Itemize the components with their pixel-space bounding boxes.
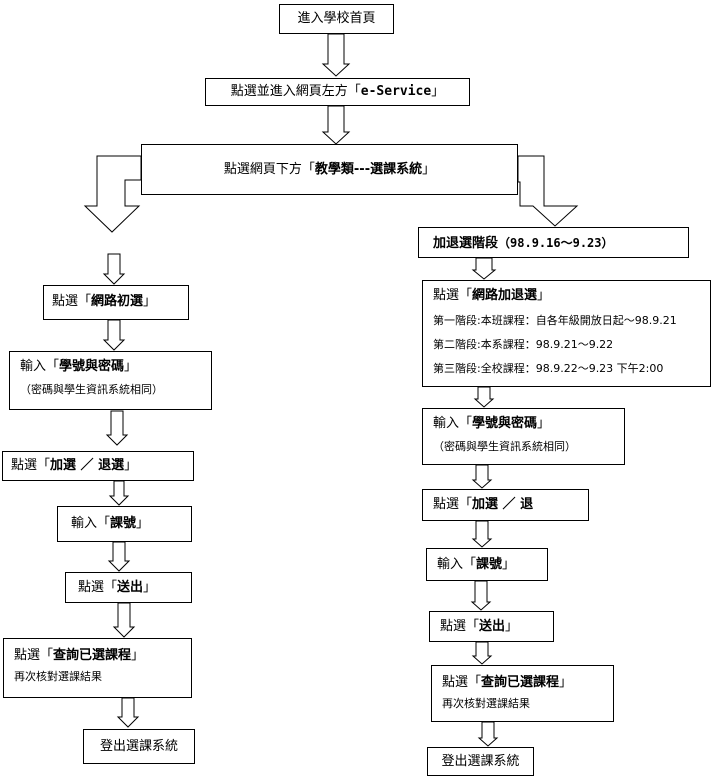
eservice-box: 點選並進入網頁左方「e-Service」 — [205, 78, 470, 106]
arrow-right-5 — [470, 580, 492, 611]
arrow-home-to-eservice — [321, 33, 351, 77]
left-logout-box: 登出選課系統 — [83, 729, 195, 764]
arrow-left-2 — [102, 319, 126, 351]
left-initial-name: 網路初選 — [91, 294, 144, 309]
left-login-prefix: 輸入「 — [20, 359, 60, 374]
arrow-system-to-right — [517, 155, 579, 227]
right-submit-box: 點選「送出」 — [429, 611, 554, 642]
right-logout-box: 登出選課系統 — [427, 747, 534, 776]
arrow-left-1 — [102, 253, 126, 285]
right-login-box: 輸入「學號與密碼」 （密碼與學生資訊系統相同） — [422, 408, 625, 465]
right-web-suffix: 」 — [537, 288, 551, 303]
left-query-suffix: 」 — [131, 648, 145, 663]
right-stage-3: 第三階段:全校課程：98.9.22～9.23 下午2:00 — [433, 362, 664, 375]
right-query-suffix: 」 — [559, 675, 573, 690]
right-course-suffix: 」 — [502, 557, 516, 572]
course-system-box: 點選網頁下方「教學類---選課系統」 — [141, 144, 518, 195]
left-adddrop-prefix: 點選「 — [11, 458, 51, 473]
arrow-left-7 — [116, 697, 140, 728]
arrow-right-4 — [471, 520, 493, 548]
left-course-name: 課號 — [110, 516, 137, 531]
arrow-left-4 — [108, 480, 130, 506]
eservice-name: e-Service — [360, 84, 432, 99]
arrow-left-6 — [112, 602, 136, 638]
left-initial-box: 點選「網路初選」 — [43, 285, 189, 320]
left-submit-prefix: 點選「 — [78, 580, 118, 595]
right-course-box: 輸入「課號」 — [426, 548, 548, 581]
left-query-name: 查詢已選課程 — [53, 648, 132, 663]
right-stage-1: 第一階段:本班課程：自各年級開放日起～98.9.21 — [433, 314, 677, 327]
left-submit-suffix: 」 — [143, 580, 157, 595]
right-submit-suffix: 」 — [505, 619, 519, 634]
right-stage-2: 第二階段:本系課程：98.9.21～9.22 — [433, 338, 614, 351]
left-login-box: 輸入「學號與密碼」 （密碼與學生資訊系統相同） — [9, 351, 212, 410]
right-login-name: 學號與密碼 — [472, 416, 538, 431]
eservice-suffix: 」 — [431, 84, 445, 99]
enter-homepage-label: 進入學校首頁 — [297, 11, 376, 26]
right-course-name: 課號 — [476, 557, 503, 572]
right-web-prefix: 點選「 — [433, 288, 473, 303]
right-query-box: 點選「查詢已選課程」 再次核對選課結果 — [431, 665, 614, 722]
arrow-right-2 — [473, 386, 495, 408]
right-logout-label: 登出選課系統 — [441, 753, 520, 769]
left-course-suffix: 」 — [136, 516, 150, 531]
left-logout-label: 登出選課系統 — [99, 738, 178, 754]
arrow-right-7 — [477, 721, 499, 747]
right-course-prefix: 輸入「 — [437, 557, 477, 572]
course-system-prefix: 點選網頁下方「 — [223, 161, 315, 177]
left-course-prefix: 輸入「 — [71, 516, 111, 531]
left-initial-prefix: 點選「 — [52, 294, 92, 309]
left-adddrop-name: 加選 ／ 退選 — [50, 458, 125, 473]
left-submit-name: 送出 — [117, 580, 144, 595]
left-login-note: （密碼與學生資訊系統相同） — [20, 383, 163, 396]
left-query-prefix: 點選「 — [14, 648, 54, 663]
left-login-suffix: 」 — [124, 359, 138, 374]
left-query-note: 再次核對選課結果 — [14, 670, 102, 683]
course-system-suffix: 」 — [422, 161, 436, 177]
right-phase-title: 加退選階段 — [433, 236, 499, 251]
enter-homepage-box: 進入學校首頁 — [279, 4, 394, 34]
left-adddrop-suffix: 」 — [124, 458, 138, 473]
right-query-prefix: 點選「 — [442, 675, 482, 690]
arrow-system-to-left — [83, 155, 142, 233]
eservice-prefix: 點選並進入網頁左方「 — [230, 84, 361, 99]
right-submit-prefix: 點選「 — [440, 619, 480, 634]
left-submit-box: 點選「送出」 — [65, 572, 192, 603]
right-query-note: 再次核對選課結果 — [442, 697, 530, 710]
right-adddrop-box: 點選「加選 ／ 退 — [422, 489, 589, 521]
arrow-eservice-to-system — [321, 105, 351, 145]
left-initial-suffix: 」 — [143, 294, 157, 309]
right-web-name: 網路加退選 — [472, 288, 538, 303]
arrow-left-3 — [105, 410, 129, 446]
left-adddrop-box: 點選「加選 ／ 退選」 — [2, 451, 194, 481]
right-adddrop-prefix: 點選「 — [433, 497, 473, 512]
right-login-prefix: 輸入「 — [433, 416, 473, 431]
right-login-note: （密碼與學生資訊系統相同） — [433, 440, 576, 453]
left-login-name: 學號與密碼 — [59, 359, 125, 374]
right-web-box: 點選「網路加退選」 第一階段:本班課程：自各年級開放日起～98.9.21 第二階… — [422, 280, 711, 387]
right-adddrop-name: 加選 ／ 退 — [472, 497, 534, 512]
course-system-name: 教學類---選課系統 — [314, 161, 423, 177]
right-phase-box: 加退選階段（98.9.16～9.23） — [418, 227, 689, 258]
arrow-right-6 — [471, 641, 493, 665]
right-submit-name: 送出 — [479, 619, 506, 634]
right-phase-dates: （98.9.16～9.23） — [498, 236, 614, 250]
arrow-left-5 — [107, 541, 131, 572]
arrow-right-3 — [471, 464, 493, 489]
right-login-suffix: 」 — [537, 416, 551, 431]
left-course-box: 輸入「課號」 — [57, 506, 192, 542]
left-query-box: 點選「查詢已選課程」 再次核對選課結果 — [3, 638, 192, 698]
arrow-right-1 — [471, 257, 497, 280]
right-query-name: 查詢已選課程 — [481, 675, 560, 690]
